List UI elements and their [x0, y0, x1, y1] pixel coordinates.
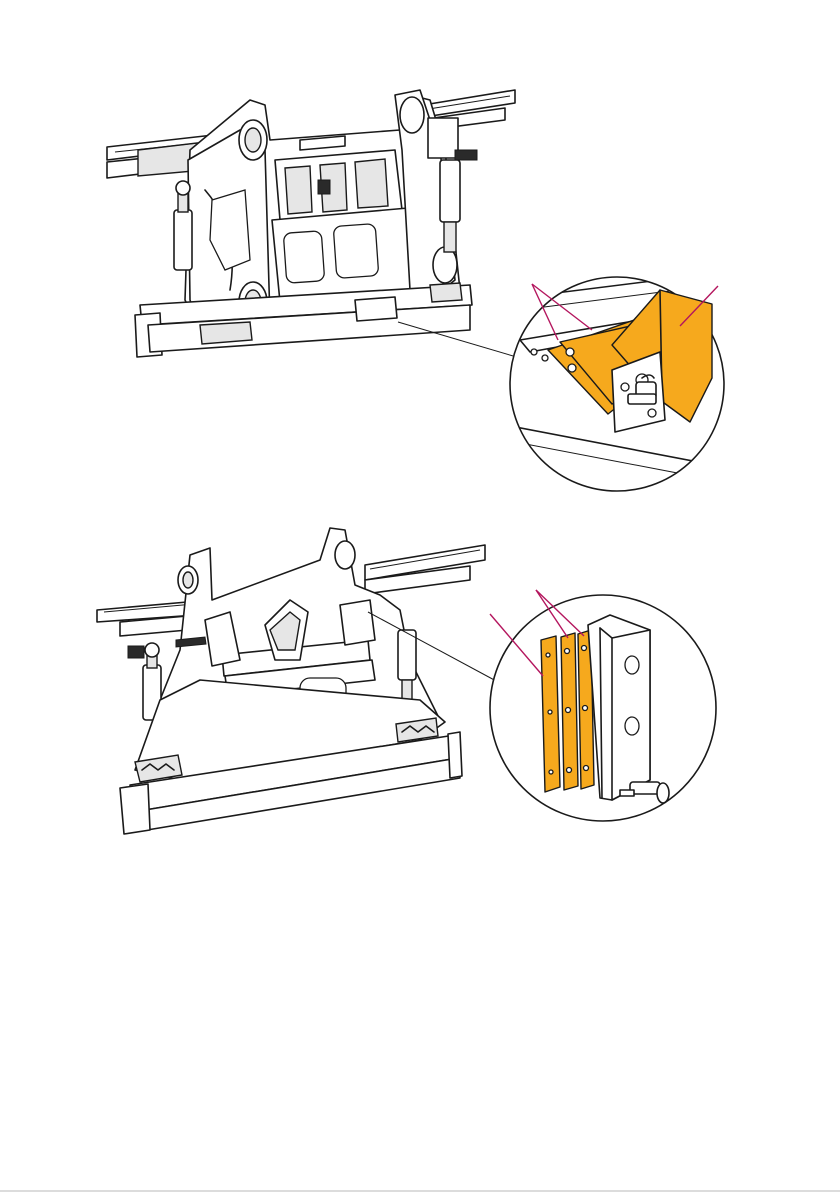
wear-pad-detail-top	[500, 270, 740, 491]
machine-drawing-bottom	[97, 528, 485, 834]
machine-drawing-top	[107, 90, 515, 357]
rail-right-bottom	[365, 545, 485, 594]
wear-pad-detail-bottom	[490, 590, 716, 821]
inner-windows-top	[272, 136, 415, 302]
